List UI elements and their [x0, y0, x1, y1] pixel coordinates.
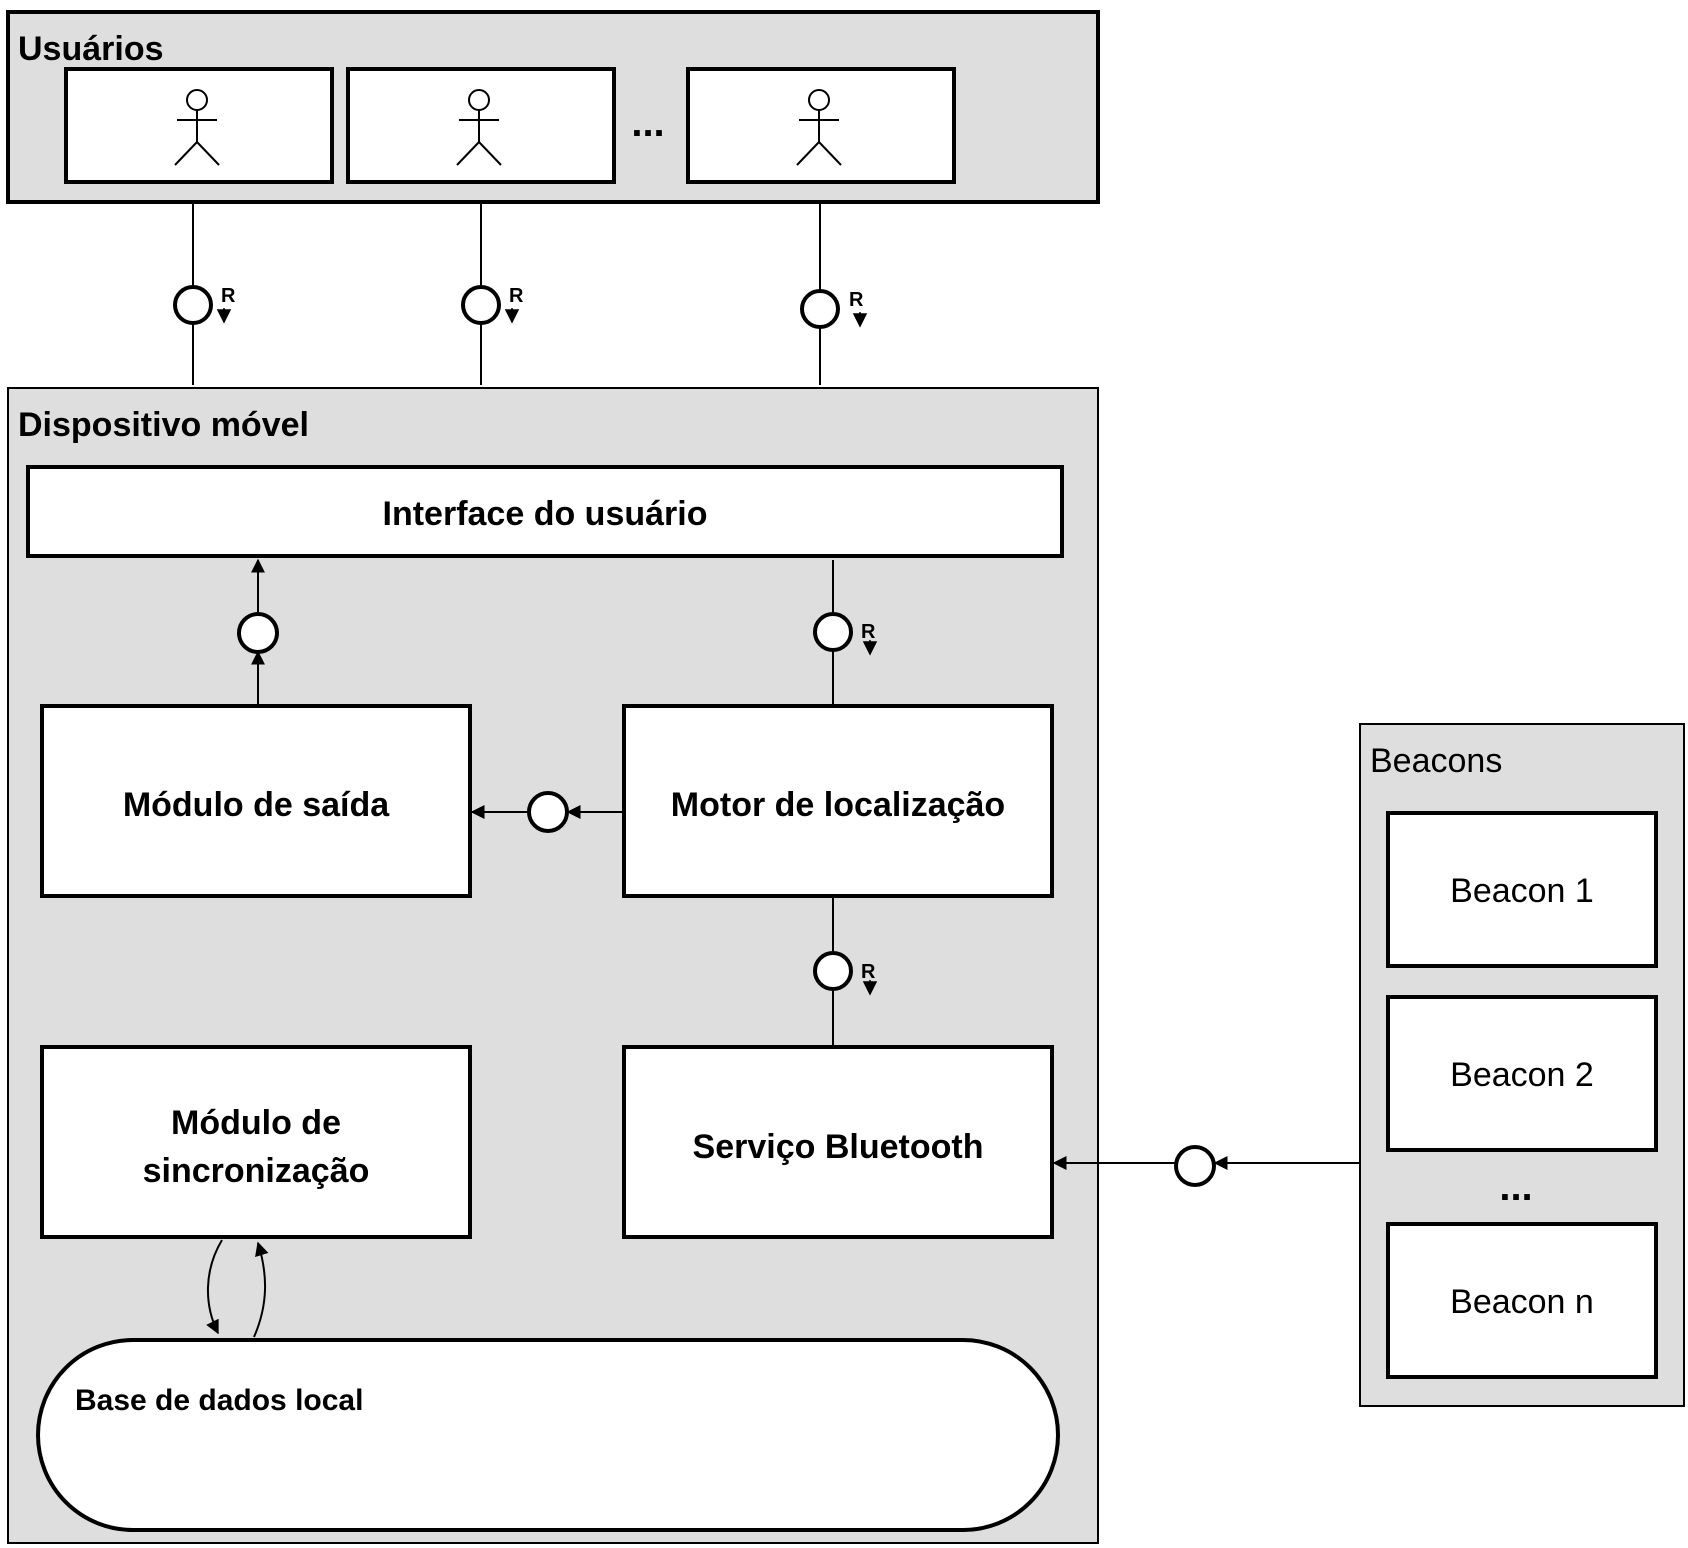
- bluetooth-to-engine-connector: R: [813, 898, 878, 1047]
- interface-circle-icon: [813, 612, 853, 652]
- interface-circle-icon: [461, 285, 501, 325]
- output-module-label: Módulo de saída: [123, 786, 390, 824]
- down-arrow-icon: [852, 312, 868, 328]
- interface-circle-icon: [173, 285, 213, 325]
- sync-module-box: Módulo de sincronização: [40, 1045, 472, 1239]
- output-module-box: Módulo de saída: [40, 704, 472, 898]
- location-engine-label: Motor de localização: [671, 786, 1005, 824]
- beacons-ellipsis: ...: [1499, 1165, 1532, 1209]
- device-group-title: Dispositivo móvel: [18, 406, 309, 444]
- location-engine-box: Motor de localização: [622, 704, 1054, 898]
- interface-marker-r: R: [861, 621, 876, 643]
- beacons-group: Beacons Beacon 1 Beacon 2 ... Beacon n: [1359, 723, 1685, 1407]
- sync-module-label-line1: Módulo de: [171, 1104, 341, 1142]
- beacon-box-1: Beacon 1: [1386, 811, 1658, 968]
- user-interface-label: Interface do usuário: [383, 495, 708, 533]
- user-box-1: [64, 67, 334, 184]
- engine-to-ui-connector: R: [813, 560, 878, 706]
- beacon-2-label: Beacon 2: [1450, 1056, 1594, 1094]
- bluetooth-service-box: Serviço Bluetooth: [622, 1045, 1054, 1239]
- beacons-group-title: Beacons: [1370, 742, 1502, 780]
- interface-circle-icon: [1174, 1145, 1216, 1187]
- user-box-2: [346, 67, 616, 184]
- bluetooth-service-label: Serviço Bluetooth: [693, 1128, 984, 1166]
- down-arrow-icon: [862, 640, 878, 656]
- beacon-1-label: Beacon 1: [1450, 872, 1594, 910]
- interface-user-n: R: [800, 289, 868, 329]
- user-connectors: [192, 204, 821, 385]
- interface-user-2: R: [461, 285, 524, 325]
- interface-circle-icon: [800, 289, 840, 329]
- engine-to-output-connector: [470, 791, 624, 833]
- sync-module-label-line2: sincronização: [143, 1152, 370, 1190]
- down-arrow-icon: [862, 980, 878, 996]
- user-n-icon: [796, 89, 842, 166]
- local-database: Base de dados local: [36, 1338, 1060, 1532]
- local-database-label: Base de dados local: [75, 1384, 363, 1417]
- device-group: Dispositivo móvel Interface do usuário M…: [7, 387, 1099, 1544]
- interface-marker-r: R: [861, 961, 876, 983]
- user-box-n: [686, 67, 956, 184]
- beacon-box-n: Beacon n: [1386, 1222, 1658, 1379]
- user-1-icon: [174, 89, 220, 166]
- interface-circle-icon: [527, 791, 569, 833]
- user-2-icon: [456, 89, 502, 166]
- interface-circle-icon: [813, 951, 853, 991]
- interface-circle-icon: [237, 612, 279, 654]
- interface-marker-r: R: [849, 289, 864, 311]
- user-interface-box: Interface do usuário: [26, 465, 1064, 558]
- output-to-ui-connector: [237, 558, 279, 706]
- users-group: Usuários ...: [6, 10, 1100, 204]
- beacon-n-label: Beacon n: [1450, 1283, 1594, 1321]
- beacon-box-2: Beacon 2: [1386, 995, 1658, 1152]
- users-group-title: Usuários: [18, 30, 164, 68]
- interface-marker-r: R: [221, 285, 236, 307]
- interface-user-1: R: [173, 285, 236, 325]
- down-arrow-icon: [504, 308, 520, 324]
- beacons-to-bluetooth-connector: [1052, 1145, 1360, 1187]
- interface-marker-r: R: [509, 285, 524, 307]
- down-arrow-icon: [216, 308, 232, 324]
- users-ellipsis: ...: [631, 101, 664, 145]
- sync-db-connector: [206, 1239, 269, 1338]
